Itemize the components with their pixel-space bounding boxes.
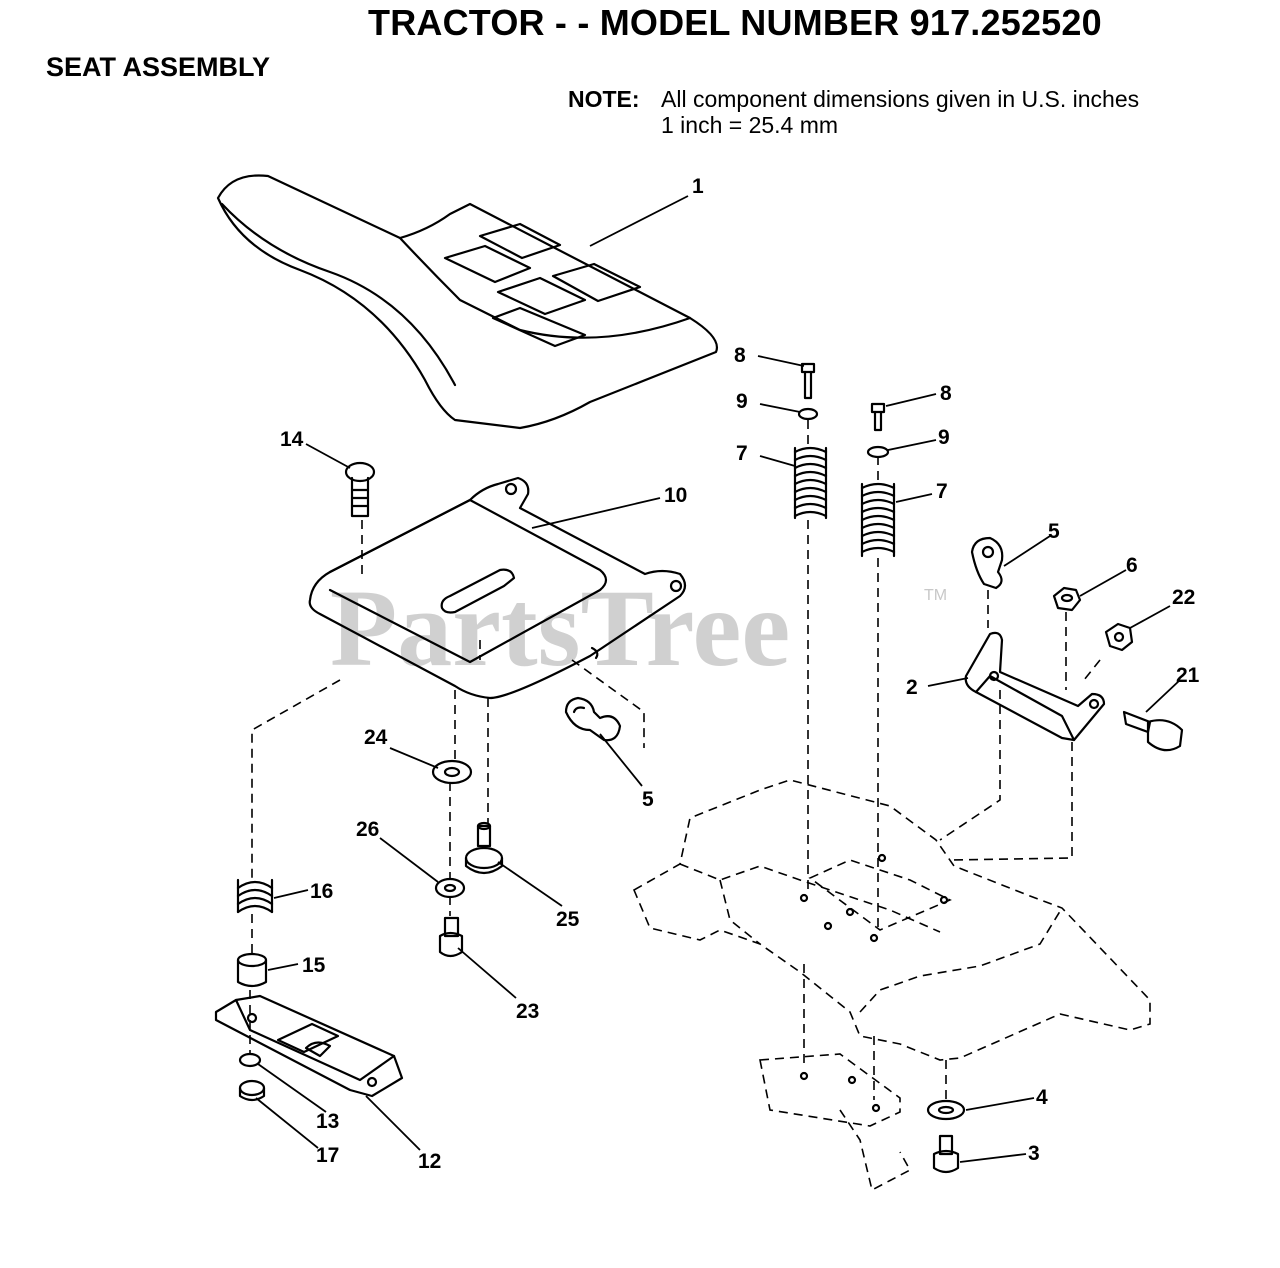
- callout-26[interactable]: 26: [356, 818, 379, 841]
- note-label: NOTE:: [568, 86, 640, 112]
- bolt-part-3[interactable]: [932, 1134, 960, 1174]
- nut-part-13[interactable]: [238, 1052, 262, 1068]
- clip-part-5-right[interactable]: [970, 536, 1004, 590]
- callout-17[interactable]: 17: [316, 1144, 339, 1167]
- carriage-bolt-part-14[interactable]: [344, 461, 376, 518]
- leader-lines: [255, 195, 1181, 1163]
- callout-6[interactable]: 6: [1126, 554, 1138, 577]
- spring-part-7-left[interactable]: [793, 446, 828, 520]
- washer-part-24[interactable]: [431, 759, 473, 785]
- callout-15[interactable]: 15: [302, 954, 326, 977]
- washer-part-4[interactable]: [926, 1099, 966, 1121]
- callout-1[interactable]: 1: [692, 175, 704, 198]
- bracket-part-12[interactable]: [214, 994, 404, 1098]
- callout-4[interactable]: 4: [1036, 1086, 1048, 1109]
- callout-16[interactable]: 16: [310, 880, 333, 903]
- callout-10[interactable]: 10: [664, 484, 687, 507]
- bolt-part-8-left[interactable]: [800, 362, 816, 400]
- callout-9-right[interactable]: 9: [938, 426, 950, 449]
- callout-8-left[interactable]: 8: [734, 344, 746, 367]
- nut-part-17[interactable]: [238, 1079, 266, 1102]
- callout-13[interactable]: 13: [316, 1110, 339, 1133]
- bolt-part-23[interactable]: [438, 916, 464, 958]
- bolt-part-8-right[interactable]: [870, 402, 886, 432]
- callout-8-right[interactable]: 8: [940, 382, 952, 405]
- callout-5-right[interactable]: 5: [1048, 520, 1060, 543]
- spacer-part-15[interactable]: [236, 952, 268, 988]
- note-text-line1: All component dimensions given in U.S. i…: [661, 86, 1140, 112]
- callout-2[interactable]: 2: [906, 676, 918, 699]
- callout-7-right[interactable]: 7: [936, 480, 948, 503]
- bracket-part-2[interactable]: [964, 631, 1106, 742]
- shoulder-bolt-part-21[interactable]: [1122, 710, 1184, 752]
- washer-part-26[interactable]: [434, 877, 466, 899]
- shoulder-bolt-part-25[interactable]: [464, 821, 504, 875]
- seat-pan-part-10[interactable]: [308, 476, 687, 700]
- washer-part-9-left[interactable]: [797, 407, 819, 421]
- tractor-frame-outline: [632, 779, 1151, 1192]
- watermark-text: PartsTree: [330, 567, 790, 689]
- alignment-lines: [249, 420, 1101, 1100]
- callout-23[interactable]: 23: [516, 1000, 539, 1023]
- callout-5-left[interactable]: 5: [642, 788, 654, 811]
- seat-part-1[interactable]: [216, 174, 719, 430]
- watermark-tm: TM: [924, 587, 947, 604]
- callout-7-left[interactable]: 7: [736, 442, 748, 465]
- washer-part-9-right[interactable]: [866, 445, 890, 459]
- callout-12[interactable]: 12: [418, 1150, 441, 1173]
- callout-22[interactable]: 22: [1172, 586, 1195, 609]
- nut-part-22[interactable]: [1104, 622, 1134, 652]
- callout-25[interactable]: 25: [556, 908, 580, 931]
- section-title: SEAT ASSEMBLY: [46, 52, 271, 82]
- callout-labels: 1 8 9 7 8 9 7 14 10 5 6 22 21 2 5 24 26 …: [280, 175, 1200, 1173]
- nut-part-6[interactable]: [1052, 586, 1082, 612]
- spring-part-16[interactable]: [236, 878, 274, 914]
- callout-9-left[interactable]: 9: [736, 390, 748, 413]
- callout-21[interactable]: 21: [1176, 664, 1200, 687]
- callout-14[interactable]: 14: [280, 428, 304, 451]
- clip-part-5-left[interactable]: [564, 696, 622, 742]
- spring-part-7-right[interactable]: [860, 482, 896, 558]
- diagram-title: TRACTOR - - MODEL NUMBER 917.252520: [368, 2, 1102, 43]
- callout-24[interactable]: 24: [364, 726, 388, 749]
- callout-3[interactable]: 3: [1028, 1142, 1040, 1165]
- note-text-line2: 1 inch = 25.4 mm: [661, 112, 839, 138]
